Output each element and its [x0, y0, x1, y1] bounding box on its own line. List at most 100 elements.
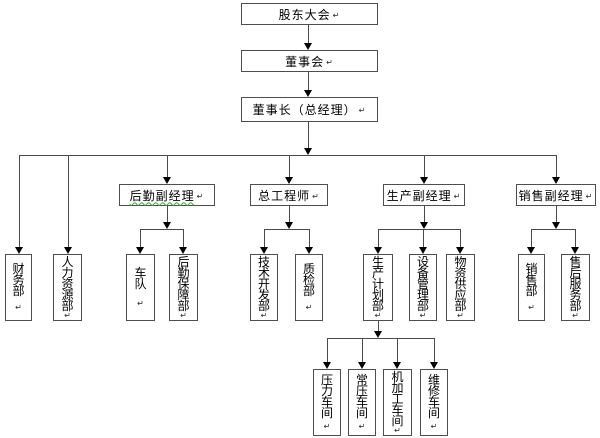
connector-line — [308, 122, 309, 148]
node-label: 物资供应部 — [454, 255, 467, 313]
arrow-down-icon — [419, 247, 427, 254]
org-node-shareholders-meeting: 股东大会↵ — [241, 3, 378, 25]
org-node-finance-dept: 财务部 ↵ — [5, 254, 32, 321]
arrow-down-icon — [374, 247, 382, 254]
arrow-down-icon — [136, 247, 144, 254]
paragraph-mark: ↵ — [332, 10, 341, 20]
paragraph-mark: ↵ — [453, 191, 462, 201]
connector-line — [289, 155, 290, 177]
org-node-logistics-support-dept: 后勤保障部↵ — [169, 254, 198, 321]
arrow-down-icon — [163, 222, 171, 229]
paragraph-mark: ↵ — [323, 421, 331, 431]
org-node-production-planning-dept: 生产计划部↵ — [363, 254, 393, 321]
arrow-down-icon — [64, 247, 72, 254]
connector-line — [531, 229, 575, 230]
org-node-production-deputy-manager: 生产副经理↵ — [383, 184, 465, 206]
paragraph-mark: ↵ — [305, 303, 313, 312]
node-label: 机加工车间 — [391, 370, 404, 428]
connector-line — [362, 338, 363, 362]
org-node-material-supply-dept: 物资供应部↵ — [446, 254, 475, 321]
connector-line — [140, 229, 141, 247]
org-node-board-of-directors: 董事会↵ — [241, 50, 378, 72]
arrow-down-icon — [304, 148, 312, 155]
arrow-down-icon — [163, 177, 171, 184]
node-label: 后勤副经理 — [129, 188, 195, 203]
connector-line — [556, 206, 557, 222]
connector-line — [434, 338, 435, 362]
arrow-down-icon — [323, 362, 331, 369]
node-label: 质检部 — [302, 262, 315, 298]
node-label: 后勤保障部 — [177, 255, 190, 313]
node-label: 售后服务部 — [569, 255, 582, 313]
paragraph-mark: ↵ — [528, 303, 535, 312]
node-label: 维修车间 — [427, 373, 440, 421]
org-node-sales-deputy-manager: 销售副经理↵ — [516, 184, 596, 206]
org-node-logistics-deputy-manager: 后勤副经理↵ — [119, 184, 215, 206]
connector-line — [264, 229, 309, 230]
arrow-down-icon — [304, 43, 312, 50]
connector-line — [309, 229, 310, 247]
org-node-equipment-management-dept: 设备管理部↵ — [409, 254, 437, 321]
arrow-down-icon — [260, 247, 268, 254]
arrow-down-icon — [527, 247, 535, 254]
connector-line — [289, 206, 290, 222]
node-label: 设备管理部 — [416, 255, 429, 313]
node-label: 人力资源部 — [61, 255, 74, 313]
paragraph-mark: ↵ — [180, 311, 187, 320]
org-node-tech-development-dept: 技术开发部↵ — [250, 254, 278, 321]
connector-line — [378, 229, 379, 247]
org-node-pressure-workshop: 压力车间↵ — [313, 369, 341, 436]
paragraph-mark: ↵ — [358, 421, 366, 431]
arrow-down-icon — [420, 177, 428, 184]
node-label: 车队 — [134, 265, 147, 291]
node-label: 财务部 — [12, 262, 25, 298]
connector-line — [575, 229, 576, 247]
paragraph-mark: ↵ — [457, 311, 464, 320]
connector-line — [19, 155, 20, 247]
paragraph-mark: ↵ — [394, 426, 401, 435]
org-node-quality-inspection-dept: 质检部 ↵ — [295, 254, 323, 321]
org-node-after-sales-service-dept: 售后服务部↵ — [561, 254, 590, 321]
org-node-fleet: 车队 ↵ — [126, 254, 155, 321]
connector-line — [183, 229, 184, 247]
connector-line — [308, 72, 309, 90]
node-label: 总工程师 — [258, 188, 311, 203]
connector-line — [140, 229, 183, 230]
paragraph-mark: ↵ — [326, 57, 334, 67]
arrow-down-icon — [304, 90, 312, 97]
node-label: 技术开发部 — [257, 255, 270, 313]
arrow-down-icon — [15, 247, 23, 254]
arrow-down-icon — [285, 222, 293, 229]
org-node-machining-workshop: 机加工车间↵ — [383, 369, 412, 436]
node-label: 股东大会 — [278, 7, 331, 22]
paragraph-mark: ↵ — [312, 191, 320, 201]
paragraph-mark: ↵ — [419, 311, 427, 320]
arrow-down-icon — [430, 362, 438, 369]
arrow-down-icon — [179, 247, 187, 254]
arrow-down-icon — [305, 247, 313, 254]
connector-line — [556, 155, 557, 177]
connector-line — [19, 155, 556, 156]
org-node-hr-dept: 人力资源部↵ — [53, 254, 82, 321]
connector-line — [327, 338, 328, 362]
arrow-down-icon — [358, 362, 366, 369]
connector-line — [460, 229, 461, 247]
connector-line — [531, 229, 532, 247]
paragraph-mark: ↵ — [137, 299, 144, 309]
connector-line — [378, 229, 460, 230]
connector-line — [68, 155, 69, 247]
connector-line — [424, 155, 425, 177]
paragraph-mark: ↵ — [585, 191, 594, 201]
arrow-down-icon — [552, 177, 560, 184]
paragraph-mark: ↵ — [374, 311, 382, 320]
node-label: 董事长（总经理） — [252, 103, 357, 117]
org-node-maintenance-workshop: 维修车间↵ — [420, 369, 448, 436]
connector-line — [378, 321, 379, 331]
org-node-atmospheric-pressure-workshop: 常压车间↵ — [348, 369, 376, 436]
node-label: 董事会 — [285, 54, 325, 69]
connector-line — [167, 155, 168, 177]
connector-line — [308, 25, 309, 43]
arrow-down-icon — [374, 331, 382, 338]
paragraph-mark: ↵ — [15, 303, 22, 312]
node-label: 销售部 — [525, 262, 538, 298]
